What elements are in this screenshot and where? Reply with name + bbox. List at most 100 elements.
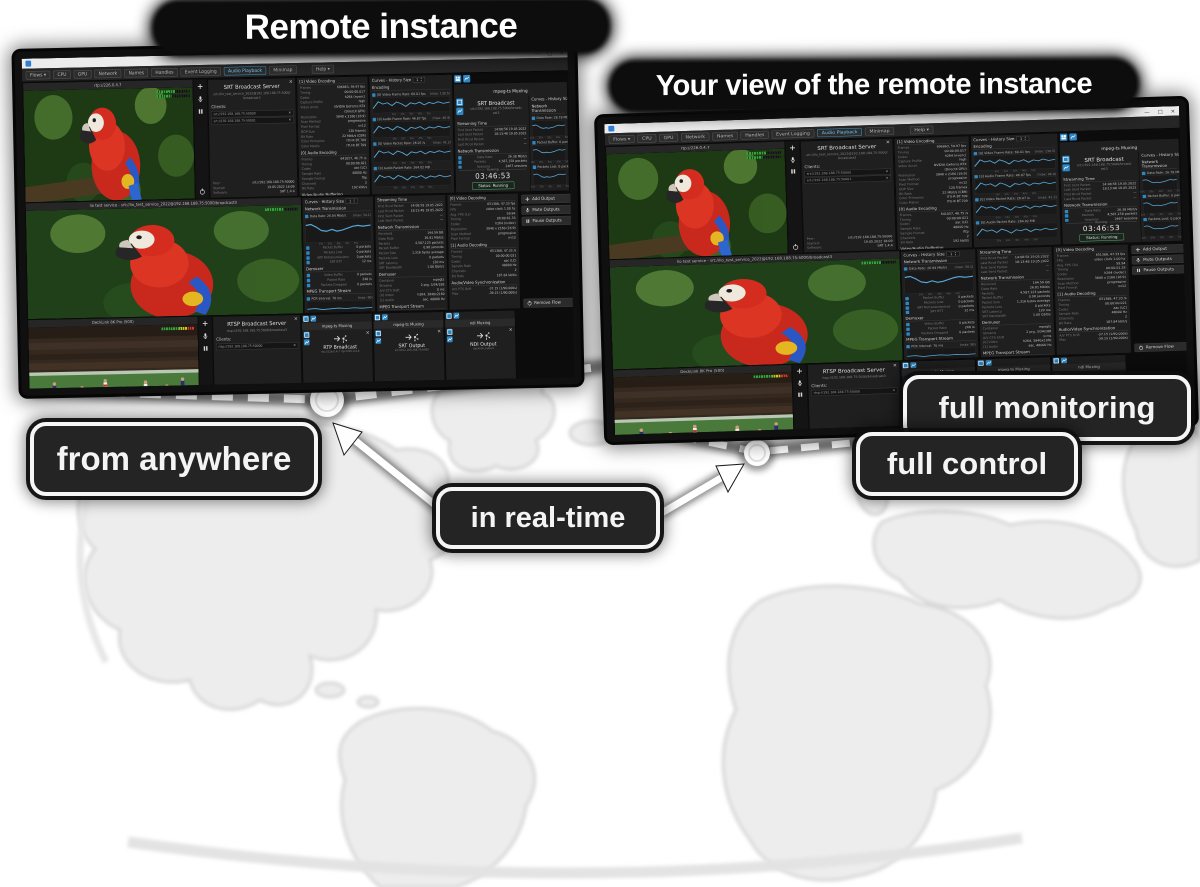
history-size-stepper[interactable]: 1▴▾ <box>1016 135 1030 142</box>
add-icon[interactable] <box>795 367 803 375</box>
panels-icon[interactable] <box>446 328 453 335</box>
panels-icon[interactable] <box>902 362 909 369</box>
remove-flow-button[interactable]: Remove Flow <box>1134 341 1189 353</box>
pause-icon[interactable] <box>789 168 797 176</box>
checkbox-icon[interactable] <box>905 296 909 301</box>
microphone-icon[interactable] <box>796 379 804 387</box>
panels-icon[interactable] <box>302 315 309 322</box>
menu-button[interactable]: Names <box>712 131 738 141</box>
menu-button[interactable]: Handles <box>151 67 178 77</box>
chart-icon[interactable] <box>463 74 471 83</box>
menu-button[interactable]: CPU <box>637 134 657 143</box>
close-icon[interactable]: × <box>365 330 370 336</box>
close-icon[interactable]: × <box>288 79 293 85</box>
panels-icon[interactable] <box>456 98 464 107</box>
history-size-stepper[interactable]: 1▴▾ <box>412 76 426 83</box>
checkbox-icon[interactable] <box>1143 217 1147 222</box>
checkbox-icon[interactable] <box>306 260 310 265</box>
chart-icon[interactable] <box>446 336 453 343</box>
close-icon[interactable]: × <box>437 328 442 335</box>
checkbox-icon[interactable] <box>458 155 462 160</box>
checkbox-icon[interactable] <box>905 306 910 310</box>
menu-button[interactable]: GPU <box>659 133 679 142</box>
add-output-button[interactable]: Add Output <box>521 193 575 204</box>
chart-icon[interactable] <box>985 359 992 366</box>
checkbox-icon[interactable] <box>1141 171 1146 175</box>
close-icon[interactable]: × <box>892 388 896 393</box>
close-icon[interactable]: × <box>293 316 298 322</box>
menu-button[interactable]: Help ▾ <box>311 64 335 74</box>
close-icon[interactable]: × <box>885 139 891 145</box>
checkbox-icon[interactable] <box>905 301 909 305</box>
panels-icon[interactable] <box>1052 357 1060 364</box>
checkbox-icon[interactable] <box>306 278 311 283</box>
close-icon[interactable]: × <box>288 117 292 122</box>
menu-button[interactable]: Names <box>124 68 149 78</box>
mute-outputs-button[interactable]: Mute Outputs <box>1131 254 1189 265</box>
checkbox-icon[interactable] <box>306 246 310 250</box>
add-output-button[interactable]: Add Output <box>1131 243 1189 255</box>
history-size-stepper[interactable]: 1▴▾ <box>946 251 960 257</box>
menu-button[interactable]: Flows ▾ <box>25 70 51 80</box>
panels-icon[interactable] <box>1062 155 1070 163</box>
checkbox-icon[interactable] <box>975 197 979 202</box>
checkbox-icon[interactable] <box>974 174 978 179</box>
chart-icon[interactable] <box>375 337 382 344</box>
mute-outputs-button[interactable]: Mute Outputs <box>521 204 575 215</box>
microphone-icon[interactable] <box>197 95 205 103</box>
status-running-button[interactable]: Status: Running <box>472 181 515 190</box>
chart-icon[interactable] <box>303 339 310 346</box>
close-icon[interactable]: × <box>885 169 889 174</box>
history-size-stepper[interactable]: 1▴▾ <box>345 198 359 204</box>
checkbox-icon[interactable] <box>975 220 980 225</box>
maximize-button[interactable]: □ <box>1157 108 1163 115</box>
menu-button[interactable]: CPU <box>53 69 71 79</box>
checkbox-icon[interactable] <box>531 116 536 120</box>
menu-button[interactable]: Event Logging <box>771 129 815 139</box>
chart-icon[interactable] <box>310 315 317 322</box>
panels-icon[interactable] <box>375 330 381 337</box>
checkbox-icon[interactable] <box>1064 214 1069 218</box>
checkbox-icon[interactable] <box>905 310 910 315</box>
menu-button[interactable]: Audio Playback <box>817 127 863 137</box>
chart-icon[interactable] <box>456 107 464 116</box>
microphone-icon[interactable] <box>202 332 210 340</box>
menu-button[interactable]: Flows ▾ <box>608 134 635 144</box>
close-icon[interactable]: × <box>288 110 292 115</box>
pause-icon[interactable] <box>796 391 804 399</box>
menu-button[interactable]: Help ▾ <box>909 125 934 135</box>
checkbox-icon[interactable] <box>306 297 311 301</box>
checkbox-icon[interactable] <box>1142 194 1147 198</box>
menu-button[interactable]: Handles <box>740 130 769 140</box>
close-icon[interactable]: × <box>892 362 898 369</box>
panels-icon[interactable] <box>454 75 462 83</box>
checkbox-icon[interactable] <box>458 160 462 165</box>
chart-icon[interactable] <box>453 312 460 319</box>
chart-icon[interactable] <box>1062 164 1070 172</box>
pause-outputs-button[interactable]: Pause Outputs <box>1131 264 1189 275</box>
add-icon[interactable] <box>788 144 796 152</box>
pause-icon[interactable] <box>202 344 210 352</box>
checkbox-icon[interactable] <box>372 93 376 97</box>
checkbox-icon[interactable] <box>304 214 309 219</box>
close-icon[interactable]: × <box>508 327 513 333</box>
menu-button[interactable]: Minimap <box>864 126 895 136</box>
menu-button[interactable]: Minimap <box>269 65 297 75</box>
checkbox-icon[interactable] <box>306 283 311 288</box>
checkbox-icon[interactable] <box>906 327 910 331</box>
pause-icon[interactable] <box>197 107 205 115</box>
chart-icon[interactable] <box>910 362 917 369</box>
menu-button[interactable]: Audio Playback <box>223 65 267 76</box>
pause-outputs-button[interactable]: Pause Outputs <box>521 215 575 226</box>
checkbox-icon[interactable] <box>532 140 536 145</box>
panels-icon[interactable] <box>374 314 381 321</box>
panels-icon[interactable] <box>1059 133 1068 141</box>
chart-icon[interactable] <box>1060 357 1068 364</box>
checkbox-icon[interactable] <box>306 273 311 278</box>
close-button[interactable]: × <box>1170 107 1176 115</box>
checkbox-icon[interactable] <box>906 332 910 336</box>
power-icon[interactable] <box>791 243 799 251</box>
checkbox-icon[interactable] <box>1064 209 1069 214</box>
menu-button[interactable]: GPU <box>73 69 92 79</box>
checkbox-icon[interactable] <box>973 151 978 156</box>
